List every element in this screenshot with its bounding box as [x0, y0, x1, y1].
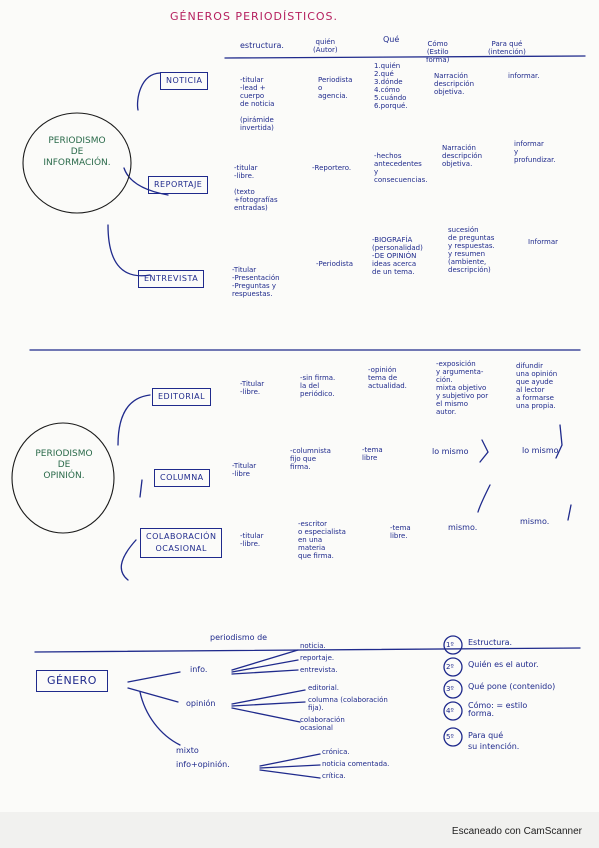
section-label-opinion: PERIODISMO DE OPINIÓN.: [35, 449, 93, 481]
step-1-text: Estructura.: [468, 638, 513, 647]
opinion-item-colaboracion: colaboración ocasional: [300, 716, 345, 732]
noticia-para-que: informar.: [508, 72, 540, 80]
noticia-que: 1.quién 2.qué 3.dónde 4.cómo 5.cuándo 6.…: [374, 62, 408, 110]
step-1-num: 1º: [446, 641, 454, 649]
scanner-footer: Escaneado con CamScanner: [451, 826, 582, 837]
genre-box-columna: COLUMNA: [154, 469, 210, 487]
columna-para-que: lo mismo: [522, 446, 559, 455]
colaboracion-como: mismo.: [448, 523, 478, 532]
branch-info: info.: [190, 665, 208, 674]
step-2-num: 2º: [446, 663, 454, 671]
noticia-estructura: -titular -lead + cuerpo de noticia (pirá…: [240, 76, 275, 132]
entrevista-como: sucesión de preguntas y respuestas. y re…: [448, 226, 495, 274]
entrevista-que: -BIOGRAFÍA (personalidad) -DE OPINIÓN id…: [372, 236, 423, 276]
editorial-para-que: difundir una opinión que ayude al lector…: [516, 362, 558, 410]
colaboracion-quien: -escritor o especialista en una materia …: [298, 520, 346, 560]
genre-box-colaboracion: COLABORACIÓN OCASIONAL: [140, 528, 223, 558]
columna-estructura: -Titular -libre: [232, 462, 257, 478]
reportaje-quien: -Reportero.: [312, 164, 352, 172]
reportaje-estructura: -titular -libre. (texto +fotografías ent…: [234, 164, 278, 212]
columna-como: lo mismo: [432, 447, 469, 456]
step-4-text: Cómo: = estilo forma.: [468, 701, 528, 718]
colaboracion-que: -tema libre.: [390, 524, 411, 540]
notebook-page: [0, 0, 599, 812]
step-5-num: 5º: [446, 733, 454, 741]
opinion-item-columna: columna (colaboración fija).: [308, 696, 388, 712]
header-que: Qué: [383, 35, 400, 44]
colaboracion-para-que: mismo.: [520, 517, 550, 526]
page-title: GÉNEROS PERIODÍSTICOS.: [170, 10, 339, 23]
info-item-entrevista: entrevista.: [300, 666, 338, 674]
periodismo-de-label: periodismo de: [210, 633, 268, 642]
noticia-quien: Periodista o agencia.: [318, 76, 353, 100]
header-quien: quién (Autor): [313, 38, 338, 54]
mixto-item-cronica: crónica.: [322, 748, 350, 756]
columna-quien: -columnista fijo que firma.: [290, 447, 331, 471]
entrevista-para-que: Informar: [528, 238, 558, 246]
opinion-item-editorial: editorial.: [308, 684, 340, 692]
branch-mixto: mixto info+opinión.: [176, 746, 230, 769]
mixto-item-critica: crítica.: [322, 772, 346, 780]
colaboracion-estructura: -titular -libre.: [240, 532, 264, 548]
info-item-reportaje: reportaje.: [300, 654, 335, 662]
editorial-como: -exposición y argumenta- ción. mixta obj…: [436, 360, 489, 416]
header-como: Cómo (Estilo forma): [426, 40, 450, 64]
genre-box-noticia: NOTICIA: [160, 72, 209, 90]
section-label-informacion: PERIODISMO DE INFORMACIÓN.: [43, 136, 111, 168]
step-5-text: Para qué su intención.: [468, 731, 520, 751]
reportaje-que: -hechos antecedentes y consecuencias.: [374, 152, 428, 184]
mixto-item-noticia-comentada: noticia comentada.: [322, 760, 390, 768]
genre-box-entrevista: ENTREVISTA: [138, 270, 205, 288]
genre-box-reportaje: REPORTAJE: [148, 176, 209, 194]
entrevista-estructura: -Titular -Presentación -Preguntas y resp…: [232, 266, 280, 298]
header-para-que: Para qué (intención): [488, 40, 526, 56]
step-2-text: Quién es el autor.: [468, 660, 539, 669]
header-estructura: estructura.: [240, 41, 284, 50]
columna-que: -tema libre: [362, 446, 383, 462]
step-3-num: 3º: [446, 685, 454, 693]
step-3-text: Qué pone (contenido): [468, 682, 556, 691]
editorial-que: -opinión tema de actualidad.: [368, 366, 407, 390]
branch-opinion: opinión: [186, 699, 216, 708]
editorial-quien: -sin firma. la del periódico.: [300, 374, 336, 398]
step-4-num: 4º: [446, 707, 454, 715]
info-item-noticia: noticia.: [300, 642, 326, 650]
reportaje-para-que: informar y profundizar.: [514, 140, 556, 164]
editorial-estructura: -Titular -libre.: [240, 380, 265, 396]
genre-box-editorial: EDITORIAL: [152, 388, 212, 406]
reportaje-como: Narración descripción objetiva.: [442, 144, 483, 168]
genre-box-genero: GÉNERO: [36, 670, 108, 692]
noticia-como: Narración descripción objetiva.: [434, 72, 475, 96]
entrevista-quien: -Periodista: [316, 260, 353, 268]
